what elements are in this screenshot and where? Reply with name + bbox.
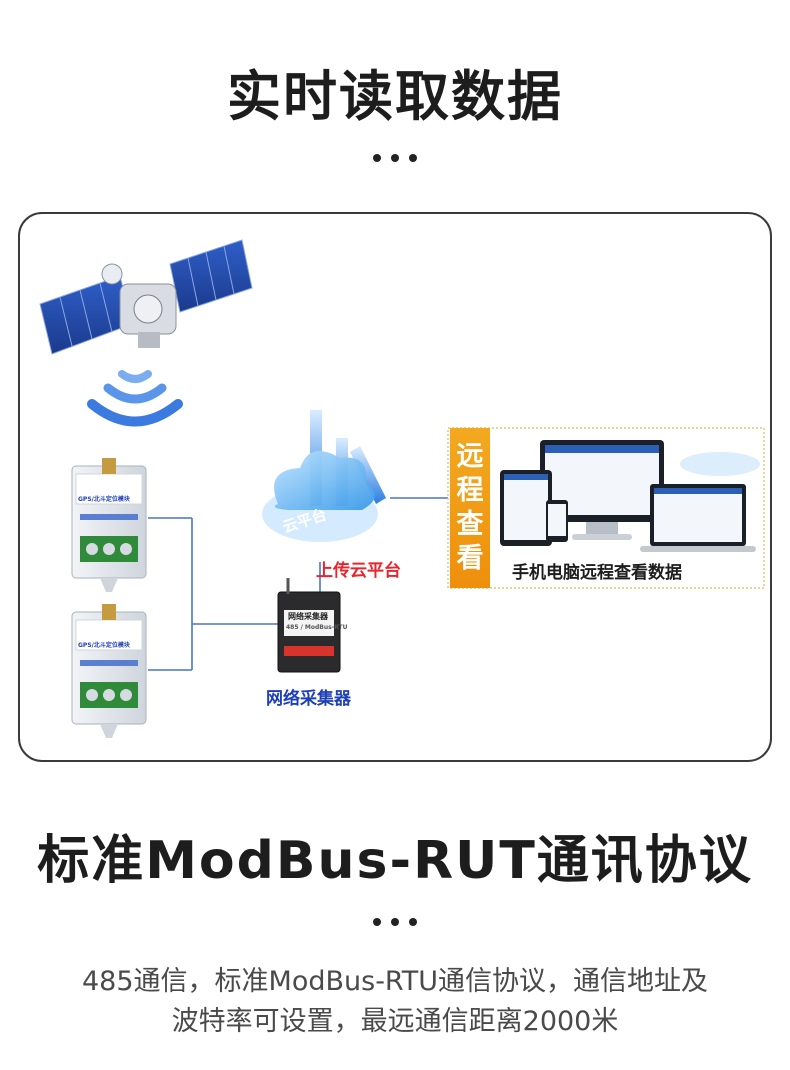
network-collector-device	[277, 578, 341, 673]
collector-label: 网络采集器	[266, 689, 351, 709]
page-title: 实时读取数据	[227, 65, 563, 128]
description-line-2: 波特率可设置，最远通信距离2000米	[171, 1006, 619, 1037]
diagram-illustration	[39, 239, 765, 738]
module-bottom-label: GPS/北斗定位模块	[78, 642, 130, 649]
device-screens-icon	[488, 436, 760, 568]
satellite-icon	[39, 239, 253, 355]
description-line-1: 485通信，标准ModBus-RTU通信协议，通信地址及	[82, 966, 708, 997]
gps-module-bottom	[71, 604, 147, 738]
protocol-dots	[0, 918, 790, 926]
protocol-description: 485通信，标准ModBus-RTU通信协议，通信地址及 波特率可设置，最远通信…	[0, 962, 790, 1042]
protocol-title: 标准ModBus-RUT通讯协议	[37, 831, 753, 891]
cloud-platform-icon	[262, 410, 386, 542]
signal-icon	[87, 370, 183, 427]
device-view-label: 手机电脑远程查看数据	[512, 563, 682, 583]
module-top-label: GPS/北斗定位模块	[78, 496, 130, 503]
upload-cloud-label: 上传云平台	[316, 561, 401, 581]
connection-wires	[148, 497, 448, 671]
remote-view-label: 远程查看	[450, 428, 490, 588]
collector-device-sub: 485 / ModBus-RTU	[286, 624, 348, 631]
collector-device-text: 网络采集器	[288, 612, 328, 621]
gps-module-top	[71, 458, 147, 592]
title-dots	[0, 154, 790, 162]
diagram-panel: 云平台 上传云平台 远程查看 手机电脑远程查看数据 网络采集器 485 / Mo…	[18, 212, 772, 762]
